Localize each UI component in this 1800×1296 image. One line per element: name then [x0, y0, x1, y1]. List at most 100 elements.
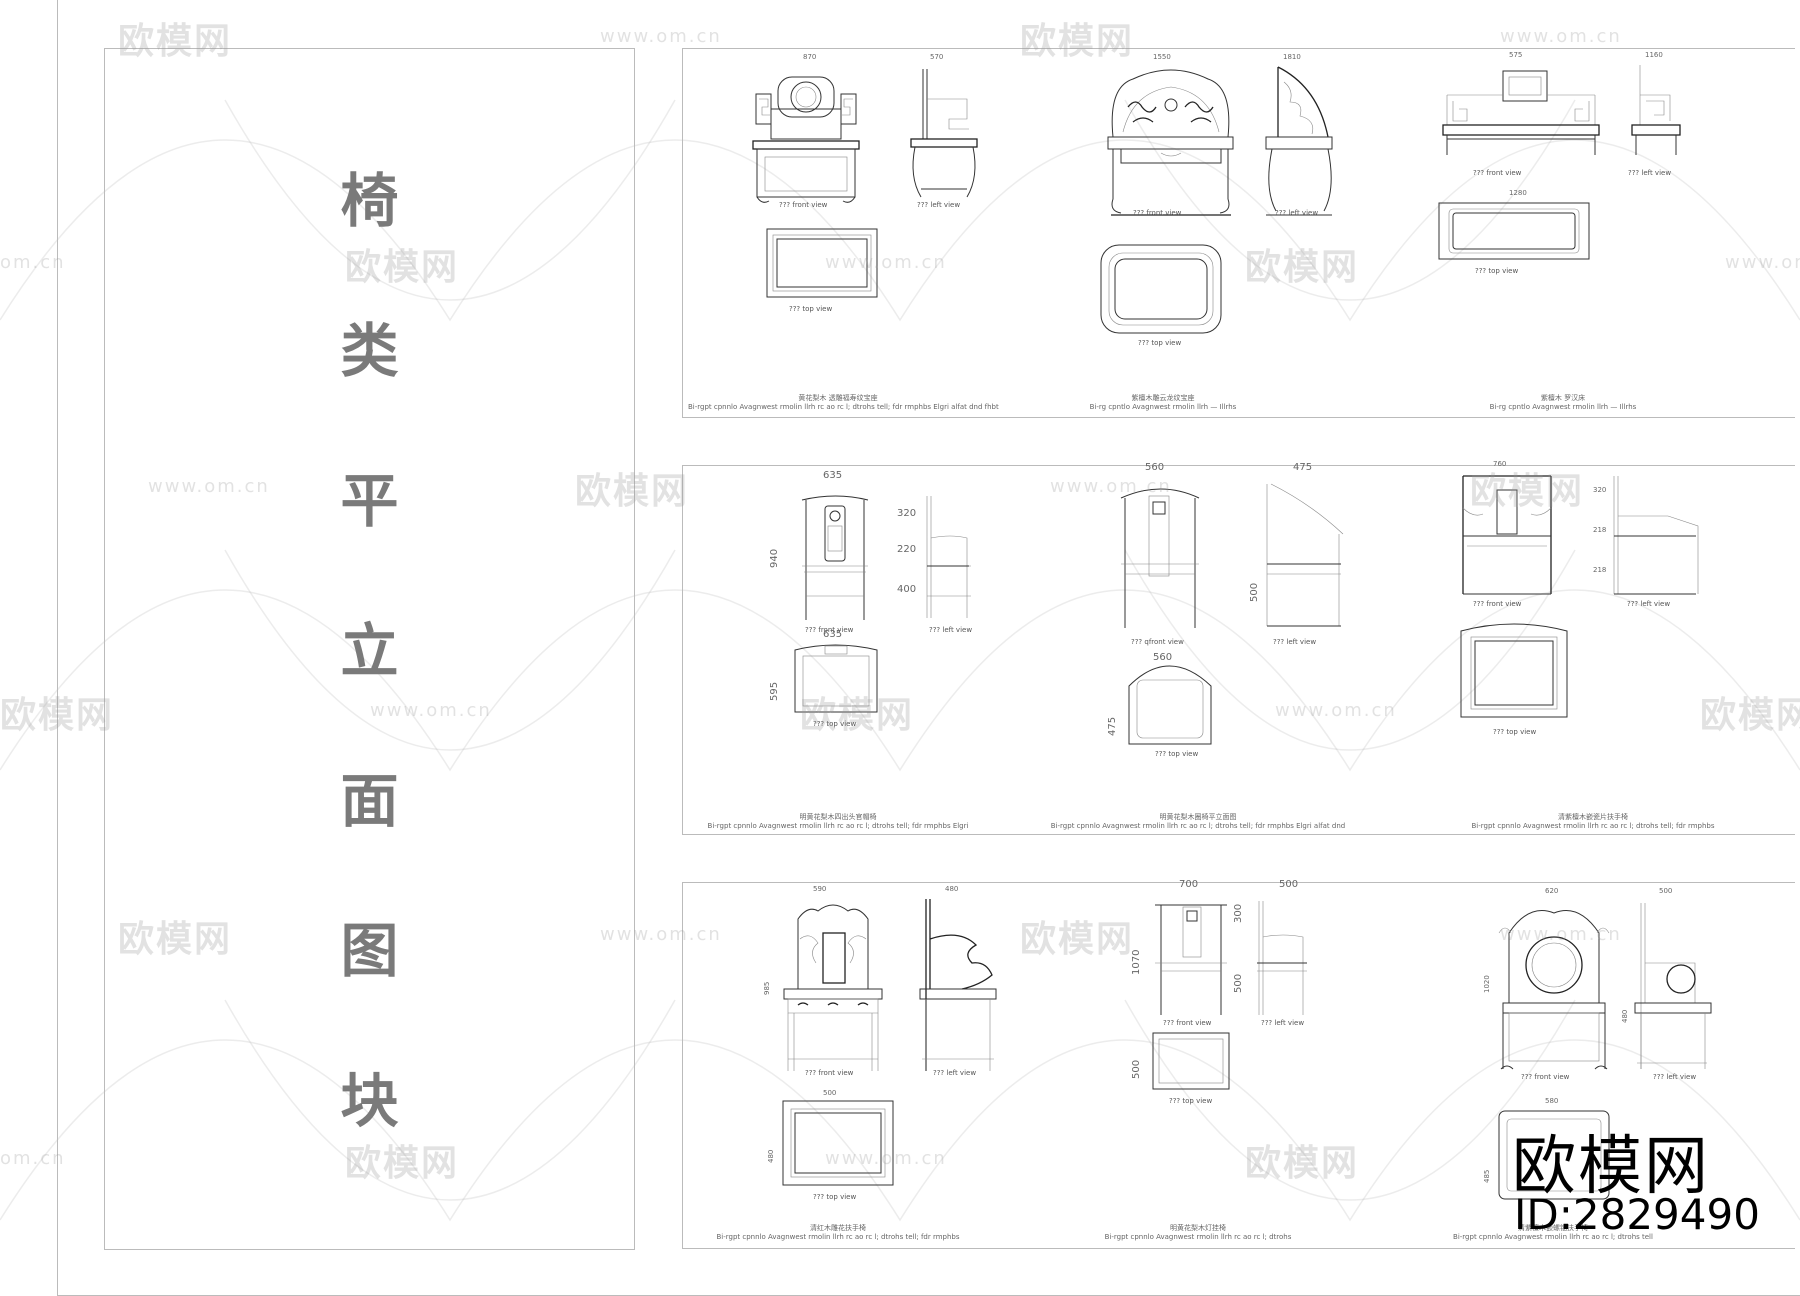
- porcelain-armchair-top-view: [1460, 623, 1568, 718]
- title-char-7: 块: [340, 1067, 399, 1135]
- daybed-front-view: [1442, 70, 1600, 155]
- dim-label: 635: [823, 470, 843, 481]
- dim-label: 595: [769, 681, 780, 701]
- view-caption: ??? left view: [1273, 638, 1317, 646]
- dim-label: 570: [930, 53, 944, 61]
- dim-label: 500: [1233, 973, 1244, 993]
- dim-label: 1070: [1131, 949, 1142, 975]
- official-hat-chair-front-view: [801, 495, 869, 620]
- watermark-url: om.cn: [0, 1148, 66, 1169]
- view-caption: ??? front view: [779, 201, 828, 209]
- view-caption: ??? front view: [1521, 1073, 1570, 1081]
- title-char-1: 椅: [340, 167, 399, 235]
- dim-label: 400: [897, 584, 917, 595]
- porcelain-armchair-left-view: [1613, 476, 1699, 595]
- dim-label: 485: [1483, 1169, 1491, 1183]
- title-char-6: 图: [340, 917, 399, 985]
- dim-label: 940: [769, 548, 780, 568]
- view-caption: ??? left view: [929, 626, 973, 634]
- view-caption: ??? front view: [1163, 1019, 1212, 1027]
- dim-label: 218: [1593, 566, 1607, 574]
- dim-label: 1160: [1645, 51, 1663, 59]
- view-caption: ??? left view: [1653, 1073, 1697, 1081]
- view-caption: ??? left view: [1627, 600, 1671, 608]
- drawing-sheet-1: 870 ??? front view 570 ??? left view ???…: [682, 48, 1795, 418]
- view-caption: ??? left view: [1275, 209, 1319, 217]
- title-char-3: 平: [340, 467, 399, 535]
- dim-label: 985: [763, 981, 771, 995]
- title-panel: 椅 类 平 立 面 图 块: [104, 48, 635, 1250]
- dim-label: 475: [1293, 462, 1313, 473]
- lamp-hanger-chair-top-view: [1152, 1032, 1230, 1090]
- view-caption: ??? left view: [933, 1069, 977, 1077]
- round-back-chair-top-view: [1128, 665, 1212, 745]
- carved-armchair-front-view: [783, 904, 883, 1071]
- dragon-throne-top-view: [1100, 244, 1222, 334]
- dim-label: 760: [1493, 460, 1507, 468]
- view-caption: ??? top view: [813, 1193, 857, 1201]
- dim-label: 635: [823, 629, 843, 640]
- view-caption: ??? front view: [805, 1069, 854, 1077]
- dim-label: 480: [767, 1149, 775, 1163]
- dim-label: 700: [1179, 879, 1199, 890]
- dim-label: 475: [1107, 716, 1118, 736]
- dim-label: 500: [1279, 879, 1299, 890]
- lamp-hanger-chair-front-view: [1155, 904, 1227, 1015]
- dim-label: 1280: [1509, 189, 1527, 197]
- dim-label: 500: [1131, 1059, 1142, 1079]
- medallion-armchair-left-view: [1634, 903, 1712, 1069]
- dim-label: 560: [1153, 652, 1173, 663]
- medallion-armchair-front-view: [1498, 910, 1610, 1070]
- daybed-top-view: [1438, 202, 1590, 260]
- view-caption: ??? left view: [1628, 169, 1672, 177]
- drawing-sheet-3: 590 985 ??? front view 480 ??? left view…: [682, 879, 1795, 1249]
- medallion-armchair-top-view: [1498, 1110, 1610, 1200]
- carved-armchair-top-view: [782, 1100, 894, 1186]
- dim-label: 320: [1593, 486, 1607, 494]
- throne-top-view: [766, 228, 878, 298]
- dim-label: 480: [945, 885, 959, 893]
- title-char-4: 立: [340, 617, 399, 685]
- round-back-chair-front-view: [1120, 488, 1200, 628]
- dim-label: 500: [823, 1089, 837, 1097]
- drawing-sheet-2: 635 940 ??? front view 320 220 400 ??? l…: [682, 460, 1795, 835]
- view-caption: ??? qfront view: [1131, 638, 1184, 646]
- dim-label: 220: [897, 544, 917, 555]
- lamp-hanger-chair-left-view: [1257, 901, 1307, 1015]
- dim-label: 320: [897, 508, 917, 519]
- dim-label: 480: [1621, 1009, 1629, 1023]
- view-caption: ??? top view: [1169, 1097, 1213, 1105]
- dim-label: 218: [1593, 526, 1607, 534]
- watermark-url: om.cn: [0, 252, 66, 273]
- throne-front-view: [752, 76, 860, 203]
- daybed-left-view: [1631, 65, 1681, 155]
- title-char-5: 面: [340, 767, 399, 835]
- brand-logo: 欧模网: [1512, 1130, 1710, 1204]
- dim-label: 500: [1659, 887, 1673, 895]
- official-hat-chair-left-view: [926, 496, 971, 618]
- dim-label: 1550: [1153, 53, 1171, 61]
- dim-label: 590: [813, 885, 827, 893]
- view-caption: ??? front view: [805, 626, 854, 634]
- view-caption: ??? left view: [917, 201, 961, 209]
- round-back-chair-left-view: [1266, 483, 1344, 627]
- throne-left-view: [910, 69, 978, 198]
- porcelain-armchair-front-view: [1462, 475, 1552, 595]
- dim-label: 1020: [1483, 975, 1491, 993]
- dragon-throne-front-view: [1107, 69, 1234, 216]
- view-caption: ??? top view: [1475, 267, 1519, 275]
- dim-label: 575: [1509, 51, 1523, 59]
- view-caption: ??? top view: [1155, 750, 1199, 758]
- title-char-2: 类: [340, 317, 399, 385]
- dim-label: 620: [1545, 887, 1559, 895]
- brand-id: ID:2829490: [1514, 1190, 1760, 1239]
- view-caption: ??? top view: [1493, 728, 1537, 736]
